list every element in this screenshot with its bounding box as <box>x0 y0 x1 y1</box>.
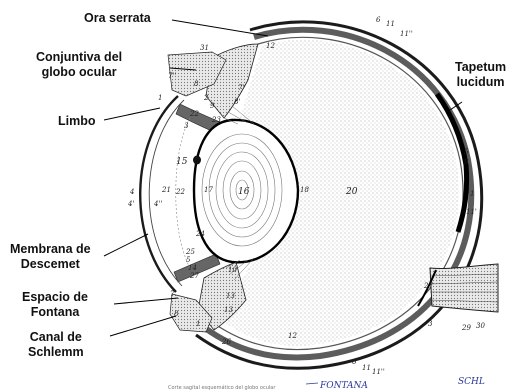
num-2: 2 <box>203 94 209 102</box>
num-8c: 8 <box>174 310 179 318</box>
num-11e: 11'' <box>372 368 385 376</box>
num-27: 27 <box>423 282 433 290</box>
num-3: 3 <box>184 122 189 130</box>
sclera-outer <box>195 20 484 370</box>
num-6b: 6 <box>352 358 357 366</box>
zonule-fibers <box>223 105 255 281</box>
num-13: 13 <box>226 292 235 300</box>
lower-conjunctiva <box>169 293 213 333</box>
num-26: 26 <box>221 338 231 346</box>
num-23: 23 <box>211 116 221 124</box>
num-11b: 11' <box>466 208 477 216</box>
label-conjuntiva: Conjuntiva del globo ocular <box>36 50 123 79</box>
num-9: 9 <box>210 102 215 110</box>
num-13b: 13 <box>224 306 233 314</box>
figure-caption: Corte sagital esquemático del globo ocul… <box>168 384 276 391</box>
num-1c: 1 <box>470 190 474 198</box>
num-10: 10 <box>228 266 237 274</box>
num-4: 4 <box>129 188 134 196</box>
num-5: 5 <box>186 256 191 264</box>
choroid-layer <box>203 26 475 361</box>
label-tapetum: Tapetum lucidum <box>455 60 507 89</box>
ciliary-body-lower <box>197 261 247 331</box>
num-7b: 7' <box>238 84 244 92</box>
num-30: 30 <box>476 322 485 330</box>
num-9b: 9 <box>464 158 469 166</box>
num-6: 6 <box>376 16 381 24</box>
num-27b: 27 <box>189 272 199 280</box>
label-limbo: Limbo <box>58 114 96 128</box>
num-7c: 7'' <box>168 72 176 80</box>
num-20: 20 <box>345 187 358 197</box>
num-16: 16 <box>238 187 250 197</box>
num-7: 7 <box>170 290 175 298</box>
upper-conjunctiva <box>167 51 227 97</box>
num-8b: 8' <box>234 98 240 106</box>
num-11: 11 <box>386 20 395 28</box>
num-18: 18 <box>300 186 309 194</box>
vitreous-body <box>222 39 459 346</box>
num-8: 8 <box>194 80 199 88</box>
label-descemet: Membrana de Descemet <box>10 242 91 271</box>
label-schlemm: Canal de Schlemm <box>28 330 84 359</box>
label-fontana: Espacio de Fontana <box>22 290 88 319</box>
num-1b: 1 <box>196 320 200 328</box>
num-4c: 4'' <box>153 200 162 208</box>
cornea <box>139 95 179 293</box>
num-21: 21 <box>161 186 171 194</box>
handwritten-schl: SCHL <box>458 377 485 387</box>
num-24: 24 <box>195 230 205 238</box>
num-14: 14 <box>188 264 197 272</box>
num-17: 17 <box>204 186 213 194</box>
num-3b: 3 <box>428 320 433 328</box>
num-31: 31 <box>200 44 209 52</box>
reference-numbers: 31 12 6 11 11'' 7'' 8 1 2 9 7' 8' 22 3 2… <box>127 16 485 376</box>
num-4b: 4' <box>127 200 134 208</box>
handwritten-fontana: FONTANA <box>319 381 368 391</box>
cornea-inner <box>148 99 185 287</box>
num-22: 22 <box>189 110 199 118</box>
retina-layer <box>211 36 464 351</box>
optic-nerve <box>417 263 499 313</box>
label-ora-serrata: Ora serrata <box>84 11 151 25</box>
num-15: 15 <box>176 157 188 167</box>
num-11d: 11 <box>362 364 371 372</box>
leader-lines <box>103 19 463 337</box>
num-1: 1 <box>158 94 162 102</box>
pigment-blob <box>193 155 201 165</box>
num-22b: 22 <box>175 188 185 196</box>
anterior-chamber <box>175 117 191 269</box>
num-25: 25 <box>185 248 195 256</box>
num-29: 29 <box>461 324 471 332</box>
num-12: 12 <box>266 42 275 50</box>
num-11c: 11'' <box>400 30 413 38</box>
num-12b: 12 <box>288 332 297 340</box>
lens-rings <box>201 133 283 247</box>
tapetum-band <box>434 92 470 233</box>
num-5b: 5 <box>464 148 469 156</box>
